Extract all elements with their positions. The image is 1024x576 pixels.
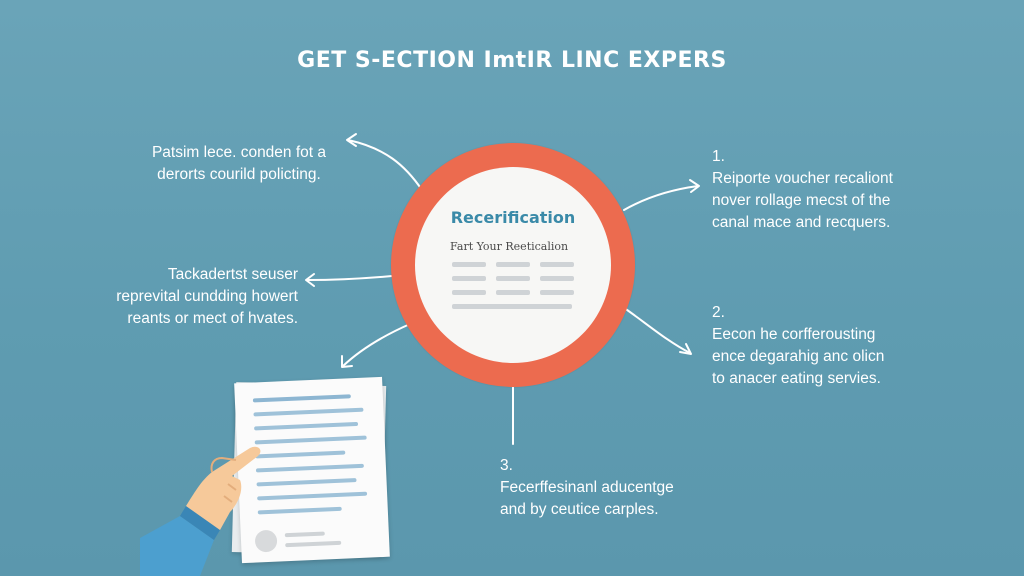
caption-line: and by ceutice carples. xyxy=(500,501,659,518)
placeholder-row xyxy=(452,262,574,267)
caption-line: nover rollage mecst of the xyxy=(712,192,891,209)
caption-line: to anacer eating servies. xyxy=(712,370,881,387)
step-number: 1. xyxy=(712,148,725,165)
left-mid-caption: Tackadertst seuser reprevital cundding h… xyxy=(92,264,298,330)
center-title: Recerification xyxy=(450,208,576,227)
caption-line: Reiporte voucher recaliont xyxy=(712,170,893,187)
caption-line: canal mace and recquers. xyxy=(712,214,891,231)
placeholder-row xyxy=(452,290,574,295)
arrowhead-left-top xyxy=(346,133,357,147)
arrowhead-left-mid xyxy=(305,273,315,287)
caption-line: ence degarahig anc olicn xyxy=(712,348,885,365)
step-number: 2. xyxy=(712,304,725,321)
center-placeholder-lines xyxy=(452,262,574,318)
caption-line: Fecerffesinanl aducentge xyxy=(500,479,674,496)
arrow-to-right-1 xyxy=(623,185,699,211)
arrow-to-left-mid xyxy=(306,275,393,281)
arrow-to-right-2 xyxy=(619,304,691,354)
pointing-hand-icon xyxy=(140,446,261,576)
caption-line: derorts courild policting. xyxy=(157,166,321,183)
caption-line: reants or mect of hvates. xyxy=(127,310,298,327)
left-top-caption: Patsim lece. conden fot a derorts couril… xyxy=(120,142,358,186)
step-number: 3. xyxy=(500,457,513,474)
placeholder-row xyxy=(452,304,574,309)
arrow-to-left-top xyxy=(347,139,423,191)
arrowhead-right-1 xyxy=(689,179,700,193)
step-2-caption: 2. Eecon he corfferousting ence degarahi… xyxy=(712,302,972,390)
arrowhead-document xyxy=(341,355,353,368)
placeholder-row xyxy=(452,276,574,281)
arrowhead-right-2 xyxy=(679,343,692,355)
center-subtitle: Fart Your Reeticalion xyxy=(450,240,569,253)
caption-line: Eecon he corfferousting xyxy=(712,326,876,343)
step-3-caption: 3. Fecerffesinanl aducentge and by ceuti… xyxy=(500,455,720,521)
caption-line: reprevital cundding howert xyxy=(116,288,298,305)
arrow-to-document xyxy=(342,323,411,367)
page-title: GET S-ECTION ImtIR LINC EXPERS xyxy=(297,48,727,73)
step-1-caption: 1. Reiporte voucher recaliont nover roll… xyxy=(712,146,972,234)
caption-line: Tackadertst seuser xyxy=(167,266,298,283)
caption-line: Patsim lece. conden fot a xyxy=(151,144,327,161)
